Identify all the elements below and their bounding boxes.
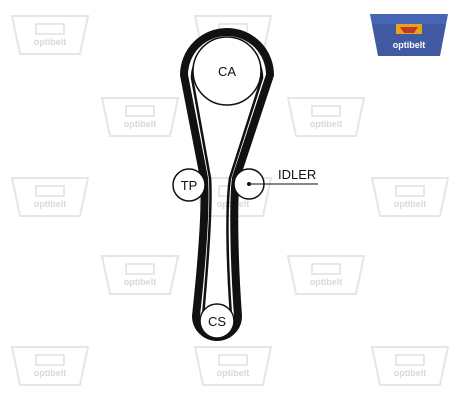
- pulley-cs-label: CS: [208, 314, 226, 329]
- pulley-tp: TP: [172, 168, 206, 202]
- pulley-idler-label: IDLER: [278, 167, 316, 182]
- pulley-ca: CA: [192, 36, 262, 106]
- pulley-idler: IDLER: [233, 167, 318, 200]
- pulley-cs: CS: [199, 303, 235, 339]
- pulley-ca-label: CA: [218, 64, 236, 79]
- optibelt-logo: optibelt: [370, 14, 448, 56]
- pulley-tp-label: TP: [181, 178, 198, 193]
- logo-text: optibelt: [393, 40, 426, 50]
